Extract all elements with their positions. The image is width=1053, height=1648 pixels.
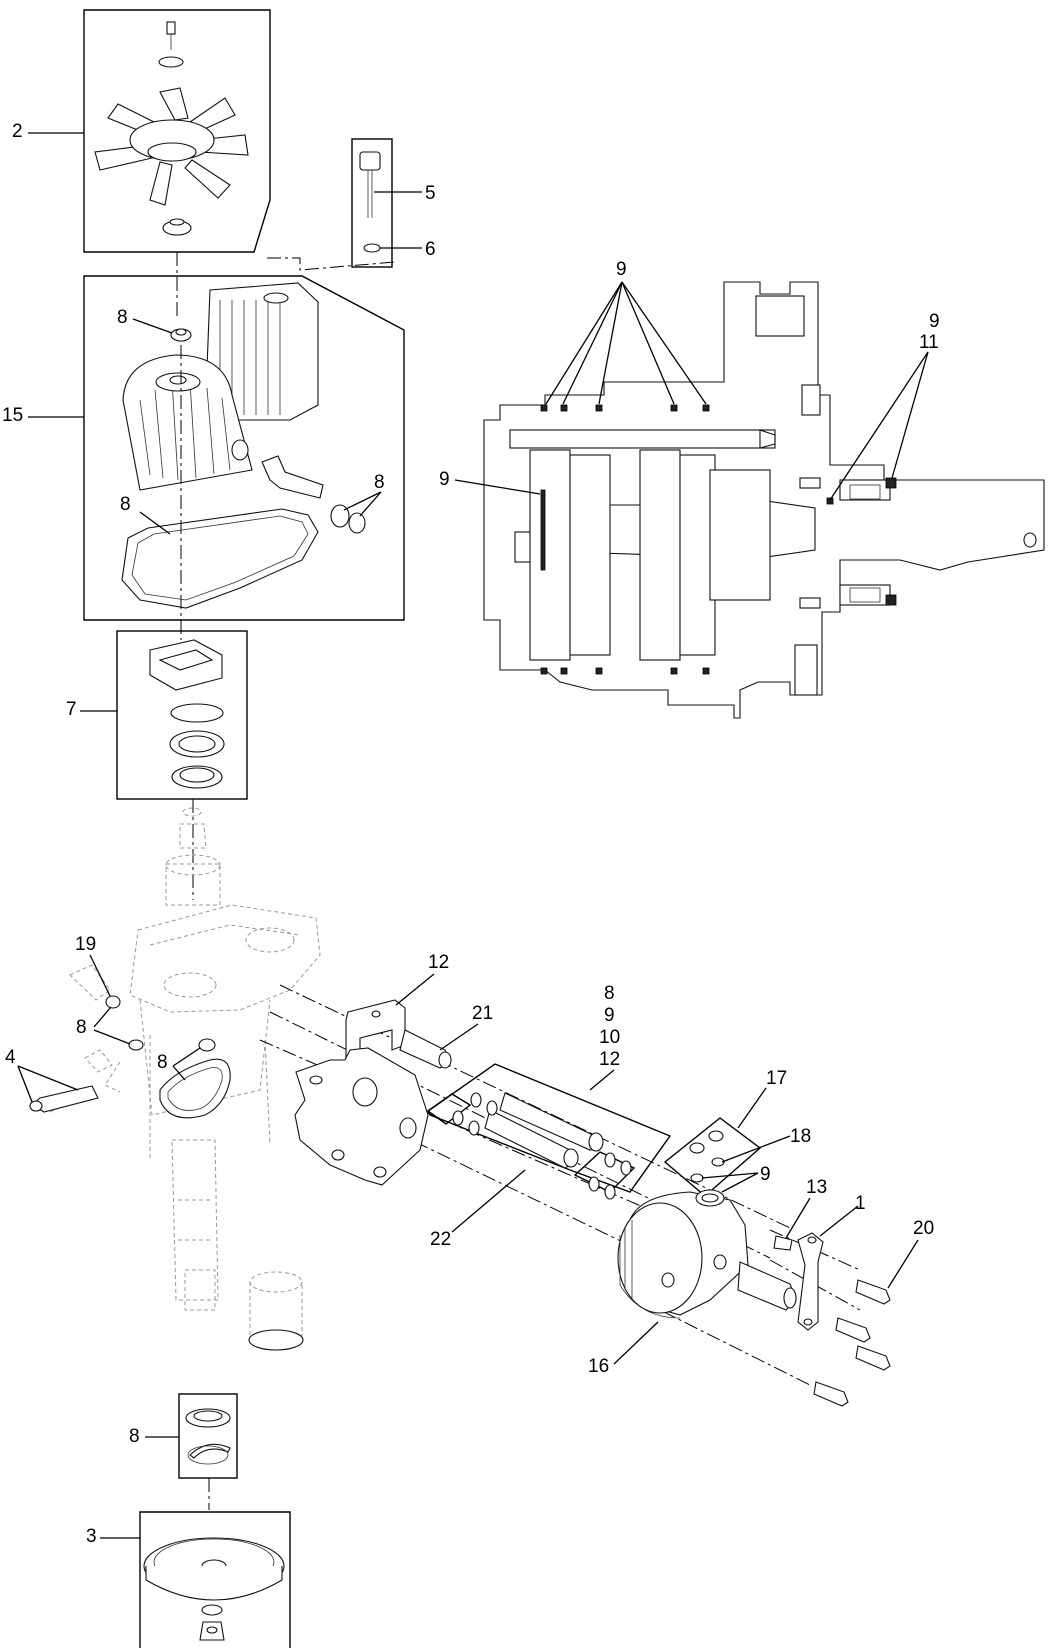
callout-7: 7 <box>66 699 117 720</box>
callout-4: 4 <box>5 1047 79 1103</box>
callout-label-12: 12 <box>428 952 449 973</box>
callout-label-19: 19 <box>75 934 96 955</box>
callout-label-5: 5 <box>425 183 436 204</box>
callout-1: 1 <box>819 1193 866 1237</box>
callout-label-8-nut: 8 <box>117 307 128 328</box>
callout-label-9-top: 9 <box>616 259 627 280</box>
callout-6: 6 <box>380 239 436 260</box>
callout-label-kit-9: 9 <box>604 1005 615 1026</box>
callout-label-9-right: 9 <box>929 311 940 332</box>
callout-label-13: 13 <box>806 1177 827 1198</box>
callout-label-3: 3 <box>86 1526 97 1547</box>
callout-18: 18 <box>721 1126 811 1163</box>
callout-label-9-valve: 9 <box>760 1164 771 1185</box>
callout-label-18: 18 <box>790 1126 811 1147</box>
callout-8-seal-pair: 8 <box>343 472 385 517</box>
callout-label-kit-12: 12 <box>599 1049 620 1070</box>
callout-8-oring-gasket: 8 <box>157 1047 201 1081</box>
callout-label-4: 4 <box>5 1047 16 1068</box>
ghosted-center-housing <box>29 807 321 1351</box>
housing-box <box>83 275 405 621</box>
callout-9-right: 9 11 <box>829 311 940 501</box>
callout-label-8-gasket: 8 <box>120 494 131 515</box>
callout-3: 3 <box>86 1526 140 1547</box>
pump-exploded-view <box>259 984 891 1407</box>
callout-8-gasket: 8 <box>120 494 171 535</box>
callout-12-bracket: 12 <box>395 952 449 1006</box>
pulley-box <box>139 1511 291 1648</box>
callout-label-9-left: 9 <box>439 469 450 490</box>
callout-label-11: 11 <box>919 332 939 353</box>
fan-assembly-box <box>83 9 271 253</box>
callout-label-20: 20 <box>913 1218 934 1239</box>
callout-21: 21 <box>439 1003 493 1051</box>
callout-label-8-oring: 8 <box>76 1017 87 1038</box>
callout-kit: 8 9 10 12 <box>589 983 620 1091</box>
callout-13: 13 <box>785 1177 827 1239</box>
callout-label-kit-10: 10 <box>599 1027 620 1048</box>
callout-8-left-oring: 8 <box>76 1006 131 1045</box>
callout-17: 17 <box>737 1068 787 1129</box>
callout-16: 16 <box>588 1321 659 1377</box>
callout-5: 5 <box>374 183 436 204</box>
callout-8-bearing-kit: 8 <box>129 1426 179 1447</box>
callout-15: 15 <box>2 405 84 426</box>
thrust-bearing-box <box>116 630 248 800</box>
cross-section-view <box>483 281 1045 719</box>
callout-22: 22 <box>430 1169 526 1250</box>
callout-label-6: 6 <box>425 239 436 260</box>
callout-20: 20 <box>887 1218 934 1289</box>
callout-label-8-gasket2: 8 <box>157 1052 168 1073</box>
callout-label-8-bearing: 8 <box>129 1426 140 1447</box>
callout-label-8-seals: 8 <box>374 472 385 493</box>
callout-2: 2 <box>12 121 84 142</box>
callout-9-left: 9 <box>439 469 541 495</box>
callout-label-22: 22 <box>430 1229 451 1250</box>
callout-label-kit-8: 8 <box>604 983 615 1004</box>
callout-label-17: 17 <box>766 1068 787 1089</box>
callout-label-15: 15 <box>2 405 23 426</box>
callout-label-2: 2 <box>12 121 23 142</box>
callout-label-16: 16 <box>588 1356 609 1377</box>
callout-9-valve: 9 <box>701 1164 771 1193</box>
callout-label-21: 21 <box>472 1003 493 1024</box>
callout-19: 19 <box>75 934 111 997</box>
callout-label-7: 7 <box>66 699 77 720</box>
fan-blades <box>94 87 249 206</box>
callout-8-fan-nut: 8 <box>117 307 173 334</box>
callout-9-top: 9 <box>545 259 707 405</box>
bearing-kit-box <box>178 1393 238 1479</box>
callout-label-1: 1 <box>855 1193 866 1214</box>
